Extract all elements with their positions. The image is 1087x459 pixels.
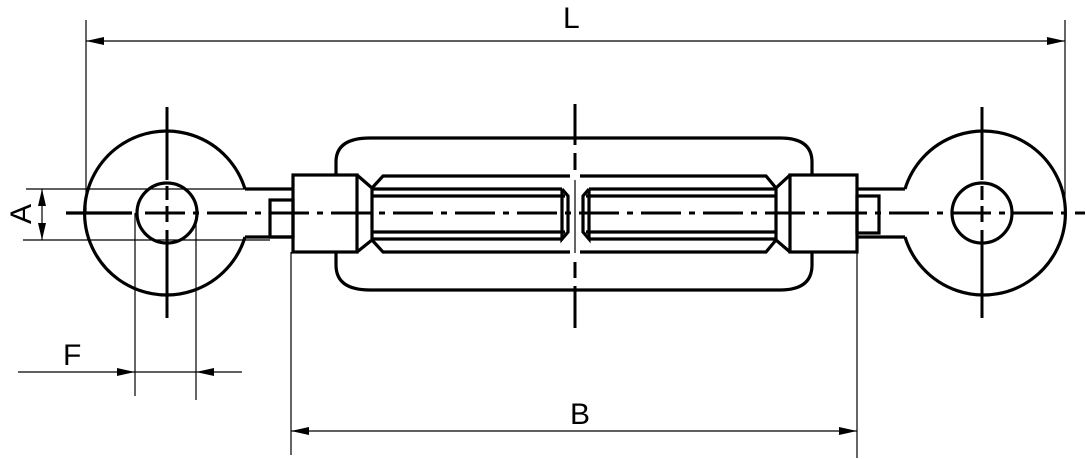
left-shank-thread-end [268, 198, 295, 239]
arrow-right-icon [839, 427, 857, 435]
arrow-right-icon [1047, 37, 1065, 45]
arrow-right-icon [117, 368, 135, 376]
dimension-F: F [18, 213, 242, 400]
dimension-label-A: A [5, 204, 38, 224]
right-rod-end [581, 187, 591, 244]
left-rod-end [560, 187, 570, 244]
right-threaded-rod [581, 187, 776, 244]
right-body-bottom-edge [580, 238, 778, 254]
dimension-L: L [85, 2, 1066, 213]
arrow-down-icon [38, 223, 46, 240]
arrow-left-icon [196, 368, 214, 376]
dimension-B: B [290, 252, 858, 458]
arrow-left-icon [291, 427, 309, 435]
dimension-label-F: F [63, 339, 81, 372]
dimension-A: A [5, 188, 270, 241]
left-body-bottom-edge [370, 238, 570, 254]
dimension-label-B: B [570, 398, 590, 431]
center-lines [66, 104, 1085, 328]
left-body-top-edge [370, 174, 570, 190]
left-threaded-rod [372, 187, 570, 244]
arrow-up-icon [38, 189, 46, 206]
arrow-left-icon [86, 37, 104, 45]
right-body-top-edge [580, 174, 778, 190]
dimension-label-L: L [563, 2, 580, 35]
left-nut-chamfer [355, 173, 374, 254]
